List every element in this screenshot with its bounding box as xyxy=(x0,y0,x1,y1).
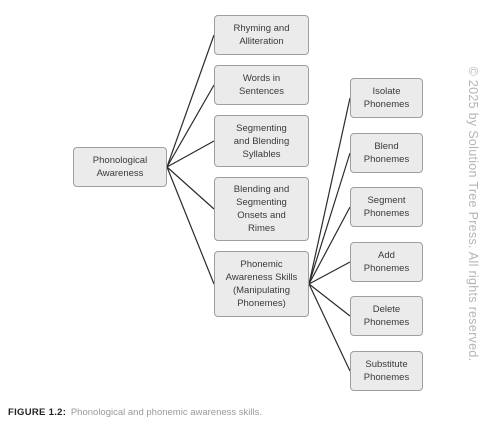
connector-phonemic-to-level2-3 xyxy=(308,261,351,285)
node-rhyming-and-alliteration: Rhyming and Alliteration xyxy=(214,15,309,55)
connector-phonemic-to-level2-1 xyxy=(308,152,351,285)
node-segmenting-and-blending-syllables: Segmenting and Blending Syllables xyxy=(214,115,309,167)
node-blending-and-segmenting-onsets-and-rimes: Blending and Segmenting Onsets and Rimes xyxy=(214,177,309,241)
caption-label: FIGURE 1.2: xyxy=(8,407,67,418)
connector-root-to-level1-2 xyxy=(166,140,215,168)
copyright-notice: © 2025 by Solution Tree Press. All right… xyxy=(466,66,480,362)
node-phonemic-awareness-skills: Phonemic Awareness Skills (Manipulating … xyxy=(214,251,309,317)
figure-caption: FIGURE 1.2: Phonological and phonemic aw… xyxy=(8,407,262,418)
connector-phonemic-to-level2-5 xyxy=(308,283,351,372)
connector-root-to-level1-0 xyxy=(166,34,215,168)
node-isolate-phonemes: Isolate Phonemes xyxy=(350,78,423,118)
node-segment-phonemes: Segment Phonemes xyxy=(350,187,423,227)
connector-phonemic-to-level2-0 xyxy=(308,97,351,285)
node-delete-phonemes: Delete Phonemes xyxy=(350,296,423,336)
connector-phonemic-to-level2-2 xyxy=(308,206,351,285)
node-phonological-awareness: Phonological Awareness xyxy=(73,147,167,187)
connector-root-to-level1-1 xyxy=(166,84,215,168)
connector-phonemic-to-level2-4 xyxy=(308,283,351,317)
connector-root-to-level1-3 xyxy=(166,166,215,210)
node-add-phonemes: Add Phonemes xyxy=(350,242,423,282)
node-blend-phonemes: Blend Phonemes xyxy=(350,133,423,173)
node-words-in-sentences: Words in Sentences xyxy=(214,65,309,105)
caption-text: Phonological and phonemic awareness skil… xyxy=(70,407,263,418)
connector-root-to-level1-4 xyxy=(166,166,215,285)
node-substitute-phonemes: Substitute Phonemes xyxy=(350,351,423,391)
